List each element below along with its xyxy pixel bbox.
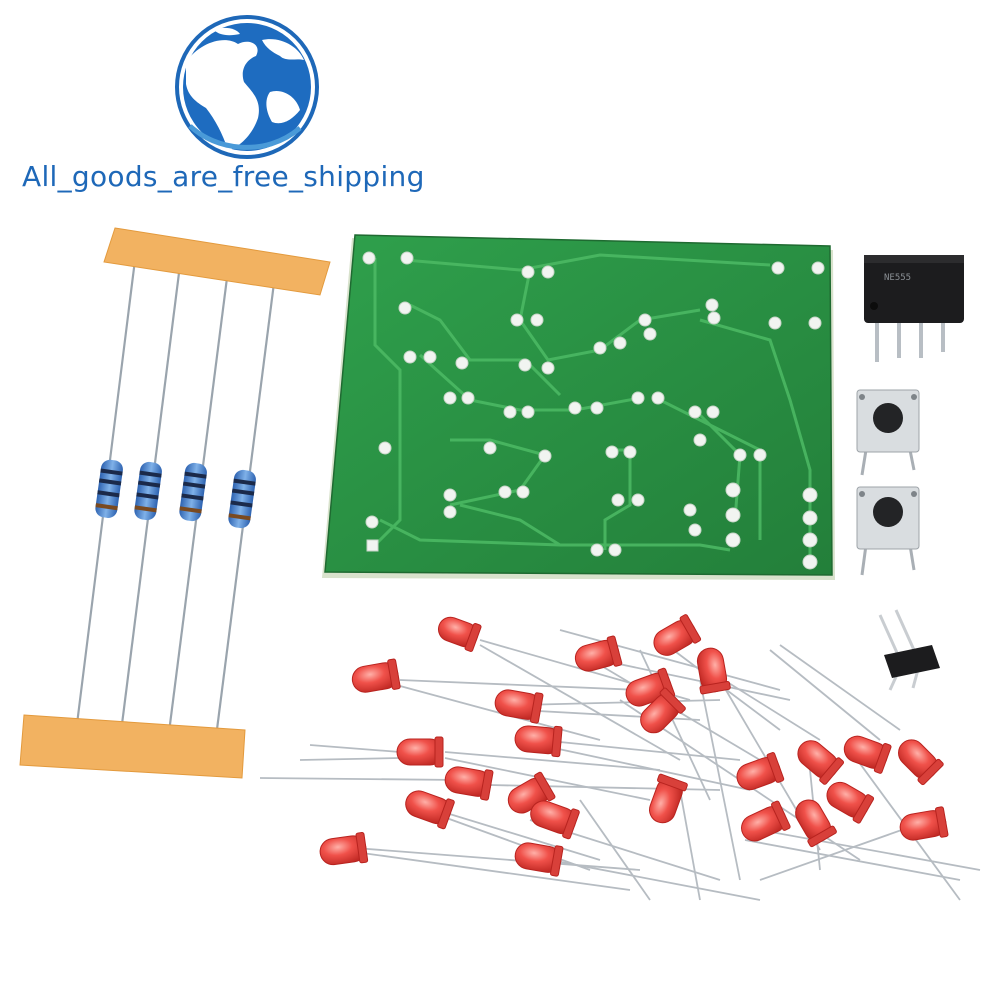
resistor-body (95, 459, 123, 518)
ic-chip: NE555 (864, 255, 964, 362)
led (351, 658, 401, 693)
led (444, 766, 494, 801)
led (649, 773, 688, 824)
led (319, 831, 369, 866)
tactile-button (856, 486, 920, 576)
pcb-board (322, 234, 835, 580)
led (653, 614, 702, 656)
led (640, 687, 686, 734)
shipping-tagline: All_goods_are_free_shipping (22, 160, 425, 193)
led-set (319, 614, 949, 877)
led (696, 647, 731, 695)
resistor-body (179, 462, 207, 522)
led (843, 735, 892, 774)
tape-top (103, 227, 331, 296)
resistor-set (19, 227, 331, 779)
led (530, 800, 580, 840)
led (494, 689, 544, 724)
tactile-button (856, 389, 920, 476)
led (437, 616, 482, 652)
tape-bottom (19, 714, 246, 779)
led (574, 635, 623, 672)
chip-label-line: NE555 (884, 273, 911, 283)
pin-header (878, 609, 940, 691)
led (514, 842, 564, 877)
led (396, 736, 444, 768)
led (899, 806, 949, 841)
led (795, 799, 837, 848)
led (898, 739, 944, 786)
led (797, 740, 845, 785)
led (405, 790, 455, 830)
globe-logo (175, 15, 319, 159)
led (736, 752, 785, 791)
solder-pads (362, 251, 825, 570)
resistor-body (228, 469, 256, 529)
resistor-body (134, 461, 162, 521)
led (826, 781, 875, 824)
led (741, 800, 791, 842)
led (514, 725, 563, 758)
